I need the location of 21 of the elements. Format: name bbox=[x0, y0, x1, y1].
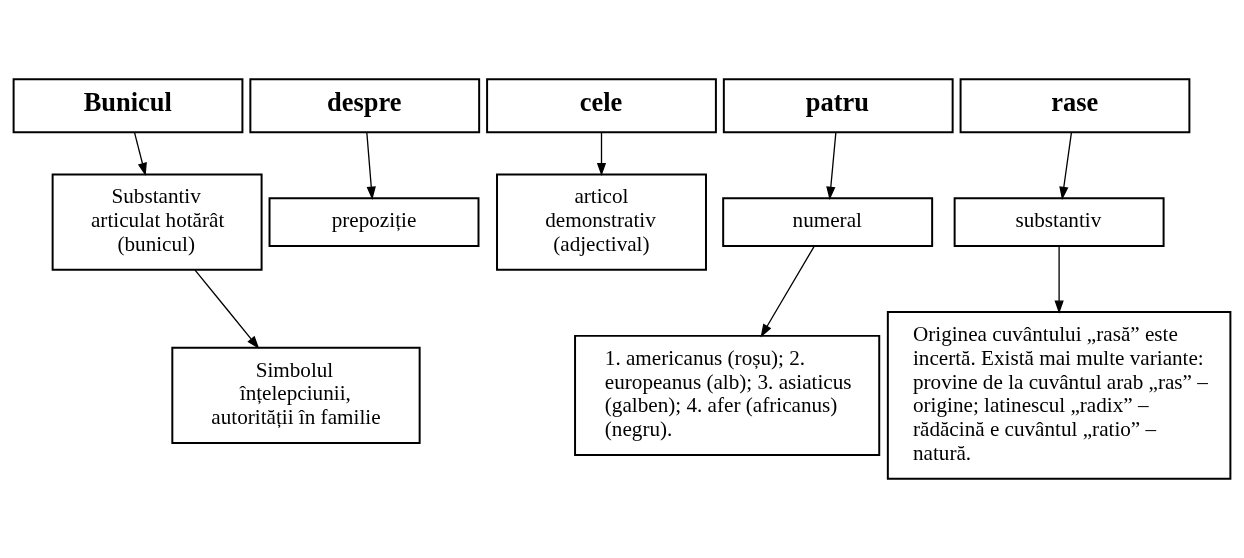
node-box: articol demonstrativ (adjectival) bbox=[496, 173, 707, 271]
arrow bbox=[366, 131, 376, 200]
node-box: cele bbox=[486, 78, 717, 134]
node-box: Bunicul bbox=[12, 78, 244, 134]
arrow bbox=[194, 269, 260, 350]
node-box: 1. americanus (roșu); 2. europeanus (alb); 3. asiaticus (galben); 4. afer (africanus) (negru). bbox=[574, 334, 881, 456]
arrow bbox=[1059, 131, 1073, 200]
node-box: patru bbox=[722, 78, 954, 134]
node-box: Originea cuvântului „rasă” este incertă. Există mai multe variante: provine de la cuvântul arab „ras” – origine; latinescul „radix” – rădăcină e cuvântul „ratio” – natură. bbox=[886, 311, 1232, 480]
node-box: despre bbox=[249, 78, 481, 134]
node-box: Simbolul înțelepciunii, autorității în familie bbox=[171, 346, 421, 444]
arrow bbox=[133, 131, 147, 177]
arrow bbox=[760, 245, 815, 338]
node-box: Substantiv articulat hotărât (bunicul) bbox=[51, 173, 263, 271]
node-box: numeral bbox=[722, 197, 934, 247]
node-box: substantiv bbox=[953, 197, 1165, 247]
arrow bbox=[1054, 245, 1064, 314]
arrow bbox=[826, 131, 837, 200]
arrow bbox=[596, 131, 607, 177]
node-box: rase bbox=[959, 78, 1191, 134]
node-box: prepoziție bbox=[268, 197, 480, 247]
